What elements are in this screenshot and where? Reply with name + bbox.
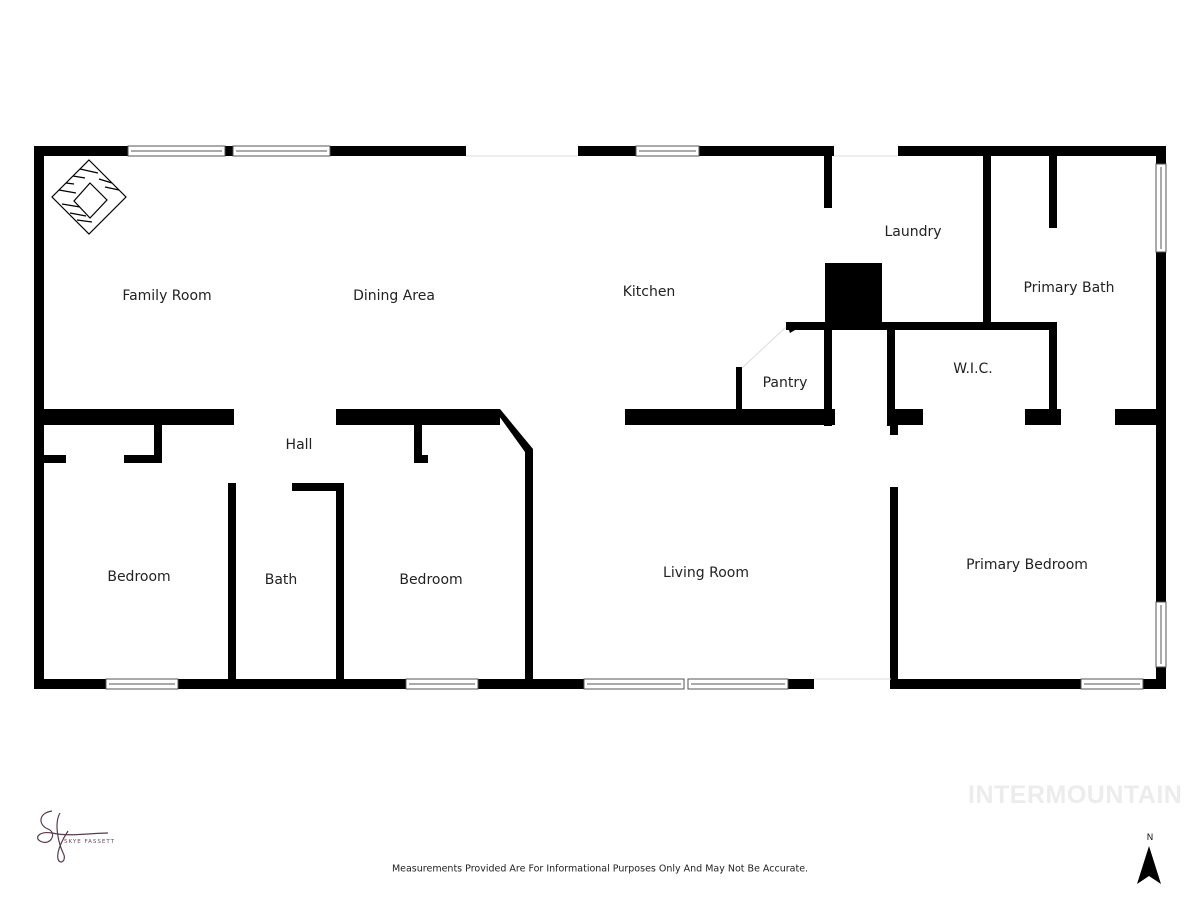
room-label-bath: Bath <box>264 572 298 588</box>
room-label-dining-area: Dining Area <box>353 288 435 304</box>
room-label-kitchen: Kitchen <box>622 284 676 300</box>
room-label-living-room: Living Room <box>663 565 749 581</box>
room-label-hall: Hall <box>285 437 313 453</box>
room-label-primary-bedroom: Primary Bedroom <box>966 557 1088 573</box>
north-label: N <box>1146 833 1154 843</box>
openings <box>466 155 898 680</box>
signature-logo-icon <box>37 810 109 863</box>
disclaimer: Measurements Provided Are For Informatio… <box>391 863 809 875</box>
room-label-family-room: Family Room <box>122 288 212 304</box>
windows <box>105 145 1167 690</box>
fireplace-icon <box>51 159 127 235</box>
room-label-laundry: Laundry <box>884 224 942 240</box>
room-label-primary-bath: Primary Bath <box>1023 280 1115 296</box>
logo-text: SKYE FASSETT <box>64 839 115 845</box>
room-label-pantry: Pantry <box>762 375 808 391</box>
room-label-wic: W.I.C. <box>953 361 993 377</box>
north-arrow-icon <box>1137 846 1161 884</box>
watermark: INTERMOUNTAIN <box>968 781 1183 809</box>
walls <box>34 146 1166 689</box>
room-label-bedroom-2: Bedroom <box>399 572 463 588</box>
room-label-bedroom-1: Bedroom <box>107 569 171 585</box>
